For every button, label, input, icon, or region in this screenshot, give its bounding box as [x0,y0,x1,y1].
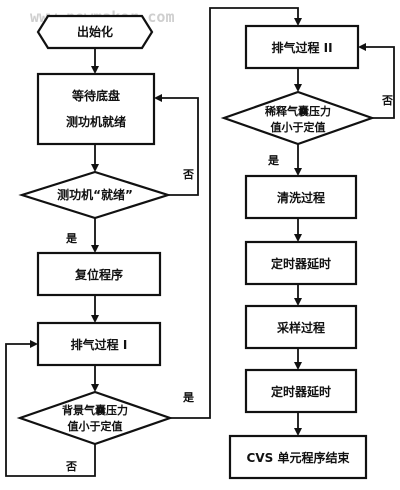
dilute-decision-label-line2: 值小于定值 [271,120,326,134]
dilute-decision [220,90,376,146]
dilute-yes-label: 是 [267,154,280,167]
wait-label-line1: 等待底盘 [71,88,120,103]
sample-label: 采样过程 [276,320,325,335]
exhaust1-box [36,321,162,367]
reset-box [36,251,162,297]
exhaust2-label: 排气过程 II [271,40,332,55]
reset-label: 复位程序 [74,267,123,282]
wait-label-line2: 测功机就绪 [66,114,126,129]
clean-box [244,174,358,220]
bg-yes-label: 是 [182,391,195,404]
exhaust1-label: 排气过程 I [71,337,128,352]
bg-decision [16,390,174,446]
bg-decision-label-line2: 值小于定值 [68,419,123,433]
end-box [228,434,368,480]
timer1-box [244,240,358,286]
ready-decision-label: 测功机“就绪” [57,187,133,202]
end-label: CVS 单元程序结束 [247,450,351,465]
ready-yes-label: 是 [65,232,78,245]
dilute-no-label: 否 [381,94,393,107]
exhaust2-box [244,24,360,70]
timer2-label: 定时器延时 [271,384,331,399]
ready-no-label: 否 [182,168,194,181]
timer2-box [244,368,358,414]
timer1-label: 定时器延时 [271,256,331,271]
start-node [36,14,154,50]
clean-label: 清洗过程 [277,190,325,205]
bg-no-label: 否 [65,460,77,473]
dilute-decision-label-line1: 稀释气囊压力 [265,104,331,118]
wait-box [36,72,156,146]
sample-box [244,304,358,350]
bg-decision-label-line1: 背景气囊压力 [62,403,128,417]
start-label: 出始化 [77,24,113,39]
